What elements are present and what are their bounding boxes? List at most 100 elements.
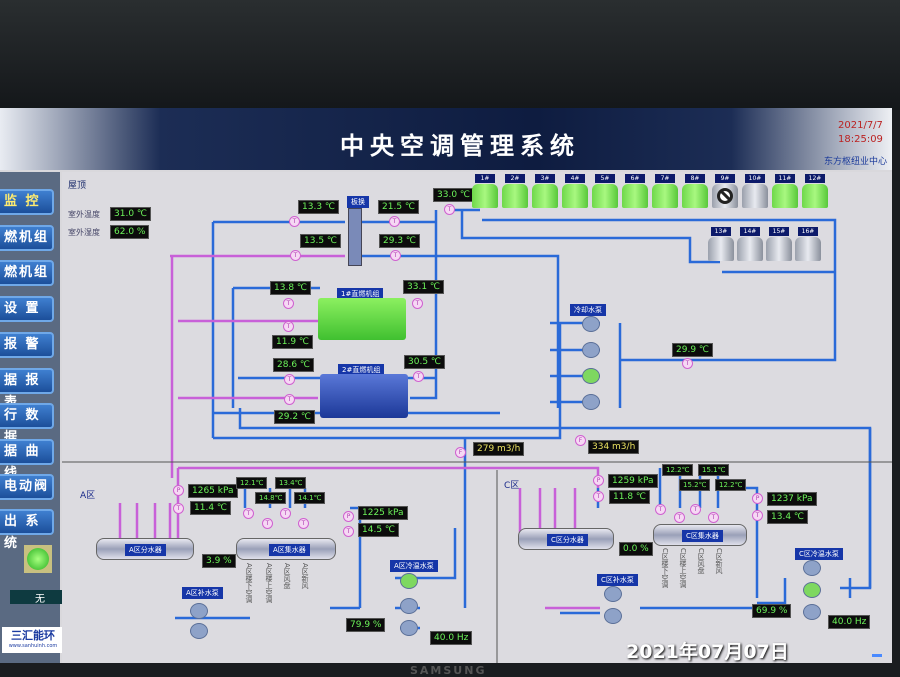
tower-id: 3# <box>535 174 555 183</box>
zone-a-pump-1[interactable] <box>400 573 418 589</box>
cooling-pump-1[interactable] <box>582 316 600 332</box>
plate-hx-label: 板换 <box>347 196 369 208</box>
tower-body <box>652 184 678 208</box>
zone-c-distributor: C区分水器 <box>518 528 614 550</box>
sidebar-item-chiller1[interactable]: 燃机组 <box>0 225 54 251</box>
zone-a-supply-pressure: 1265 kPa <box>188 484 238 498</box>
header-date: 2021/7/7 <box>838 120 883 131</box>
cooling-tower-14[interactable]: 14# <box>737 227 763 261</box>
zone-c-branch-temp-3: 15.1℃ <box>698 464 730 476</box>
temp-sensor-icon: T <box>290 250 301 261</box>
sidebar-item-report[interactable]: 据 报 表 <box>0 368 54 410</box>
tower-body <box>802 184 828 208</box>
tower-id: 6# <box>625 174 645 183</box>
cooling-pump-3[interactable] <box>582 368 600 384</box>
temp-sensor-icon: T <box>283 298 294 309</box>
cooling-supply-temp: 33.0 ℃ <box>433 188 475 202</box>
sidebar-item-exit[interactable]: 出 系 统 <box>0 509 54 551</box>
cooling-tower-7[interactable]: 7# <box>652 174 678 208</box>
temp-sensor-icon: T <box>298 518 309 529</box>
tower-id: 14# <box>740 227 760 236</box>
flow-sensor-icon: F <box>455 447 466 458</box>
tower-body <box>592 184 618 208</box>
zone-a-collector: A区集水器 <box>236 538 336 560</box>
zone-a-makeup-pump-2[interactable] <box>190 623 208 639</box>
zone-c-supply-temp: 11.8 ℃ <box>609 490 651 504</box>
temp-sensor-icon: T <box>708 512 719 523</box>
sidebar-item-valve[interactable]: 电动阀 <box>0 474 54 500</box>
zone-c-distributor-label: C区分水器 <box>547 534 588 546</box>
sidebar-item-data[interactable]: 行 数 据 <box>0 403 54 445</box>
sidebar-item-monitor[interactable]: 监 控 <box>0 189 54 215</box>
zone-c-makeup-pump-1[interactable] <box>604 586 622 602</box>
zone-a-pump-valve: 79.9 % <box>346 618 386 632</box>
cooling-tower-15[interactable]: 15# <box>766 227 792 261</box>
zone-a-title: A区 <box>80 491 96 501</box>
zone-c-collector: C区集水器 <box>653 524 747 546</box>
tower-id: 4# <box>565 174 585 183</box>
hx-temp-3: 13.5 ℃ <box>300 234 342 248</box>
zone-a-branch-4: A区新风 <box>301 563 309 589</box>
zone-c-pump-1[interactable] <box>803 560 821 576</box>
cooling-tower-12[interactable]: 12# <box>802 174 828 208</box>
cooling-tower-2[interactable]: 2# <box>502 174 528 208</box>
temp-sensor-icon: T <box>674 512 685 523</box>
chiller2-icon[interactable] <box>320 374 408 418</box>
cooling-tower-9[interactable]: 9# <box>712 174 738 208</box>
cooling-tower-6[interactable]: 6# <box>622 174 648 208</box>
zone-c-makeup-pump-2[interactable] <box>604 608 622 624</box>
zone-c-pump-3[interactable] <box>803 604 821 620</box>
sidebar-item-chiller2[interactable]: 燃机组 <box>0 260 54 286</box>
zone-a-valve-opening: 3.9 % <box>202 554 236 568</box>
tower-id: 11# <box>775 174 795 183</box>
zone-a-makeup-pump-1[interactable] <box>190 603 208 619</box>
outdoor-temp-label: 室外温度 <box>68 210 100 219</box>
cooling-tower-10[interactable]: 10# <box>742 174 768 208</box>
chiller1-icon[interactable] <box>318 298 406 340</box>
temp-sensor-icon: T <box>283 321 294 332</box>
outdoor-hum-label: 室外湿度 <box>68 228 100 237</box>
zone-a-frequency: 40.0 Hz <box>430 631 473 645</box>
temp-sensor-icon: T <box>173 503 184 514</box>
temp-sensor-icon: T <box>289 216 300 227</box>
pressure-sensor-icon: P <box>173 485 184 496</box>
chiller2-temp-1: 28.6 ℃ <box>273 358 315 372</box>
pressure-sensor-icon: P <box>752 493 763 504</box>
cooling-tower-5[interactable]: 5# <box>592 174 618 208</box>
cooling-tower-4[interactable]: 4# <box>562 174 588 208</box>
pressure-sensor-icon: P <box>343 511 354 522</box>
cooling-tower-3[interactable]: 3# <box>532 174 558 208</box>
zone-a-pump-2[interactable] <box>400 598 418 614</box>
sidebar-item-alarm[interactable]: 报 警 <box>0 332 54 358</box>
tower-body <box>622 184 648 208</box>
cooling-pump-label: 冷却水泵 <box>570 304 606 316</box>
zone-a-supply-temp: 11.4 ℃ <box>190 501 232 515</box>
tower-id: 2# <box>505 174 525 183</box>
zone-c-pump-2[interactable] <box>803 582 821 598</box>
zone-a-branch-temp-4: 14.1℃ <box>294 492 326 504</box>
hx-temp-1: 13.3 ℃ <box>298 200 340 214</box>
zone-c-branch-4: C区新风 <box>715 548 723 574</box>
tower-body <box>562 184 588 208</box>
cooling-return-temp: 29.9 ℃ <box>672 343 714 357</box>
monitor-brand: SAMSUNG <box>410 664 487 677</box>
cooling-tower-13[interactable]: 13# <box>708 227 734 261</box>
temp-sensor-icon: T <box>243 508 254 519</box>
zone-c-makeup-label: C区补水泵 <box>597 574 638 586</box>
cooling-tower-1[interactable]: 1# <box>472 174 498 208</box>
zone-a-pump-3[interactable] <box>400 620 418 636</box>
tower-body <box>772 184 798 208</box>
temp-sensor-icon: T <box>690 504 701 515</box>
cooling-tower-8[interactable]: 8# <box>682 174 708 208</box>
cooling-tower-16[interactable]: 16# <box>795 227 821 261</box>
zone-c-valve-opening: 0.0 % <box>619 542 653 556</box>
zone-c-branch-temp-2: 15.2℃ <box>679 479 711 491</box>
sidebar-item-settings[interactable]: 设 置 <box>0 296 54 322</box>
chiller2-temp-2: 29.2 ℃ <box>274 410 316 424</box>
cooling-tower-11[interactable]: 11# <box>772 174 798 208</box>
cooling-pump-4[interactable] <box>582 394 600 410</box>
tower-id: 16# <box>798 227 818 236</box>
cooling-pump-2[interactable] <box>582 342 600 358</box>
temp-sensor-icon: T <box>412 298 423 309</box>
zone-a-branch-temp-3: 13.4℃ <box>275 477 307 489</box>
